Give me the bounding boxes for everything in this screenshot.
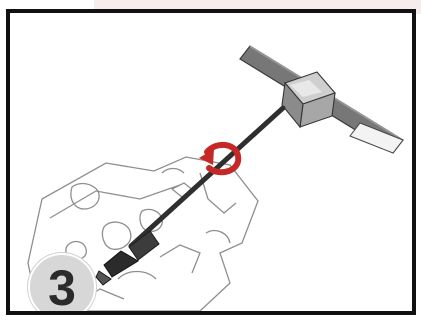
tap-wrench-icon <box>96 46 403 285</box>
step-badge: 3 <box>28 253 96 315</box>
step-number: 3 <box>48 263 76 313</box>
illustration-panel: 3 <box>6 9 416 315</box>
